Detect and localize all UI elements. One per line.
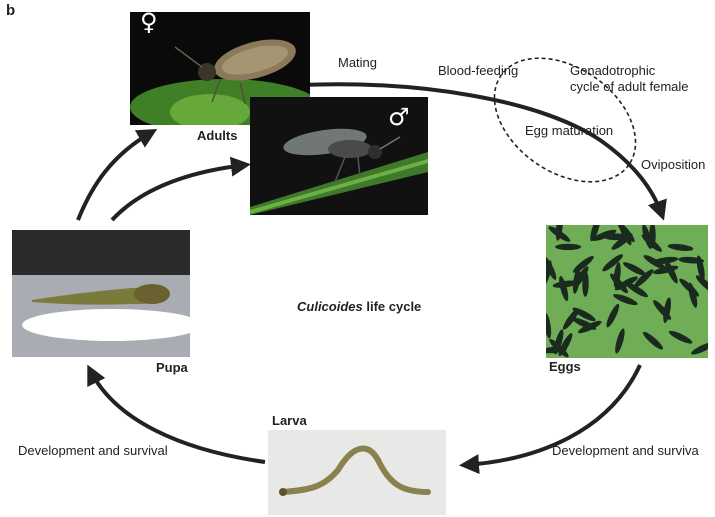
female-symbol: ♀: [140, 8, 158, 36]
label-oviposition: Oviposition: [641, 157, 705, 172]
stage-label-adults: Adults: [197, 128, 237, 143]
pupa-photo: [12, 230, 190, 357]
label-development-left: Development and survival: [18, 443, 168, 458]
arrow-pupa-to-male: [112, 165, 245, 220]
male-symbol: ♂: [388, 103, 410, 131]
label-gonotrophic-line1: Gonadotrophic: [570, 63, 655, 78]
arrow-pupa-to-female: [78, 132, 152, 220]
stage-label-eggs: Eggs: [549, 359, 581, 374]
stage-label-larva: Larva: [272, 413, 307, 428]
label-blood-feeding: Blood-feeding: [438, 63, 518, 78]
eggs-photo: [546, 225, 708, 358]
diagram-title: Culicoides life cycle: [297, 299, 421, 314]
larva-photo: [268, 430, 446, 515]
panel-label: b: [6, 2, 15, 19]
label-development-right: Development and surviva: [552, 443, 712, 458]
stage-label-pupa: Pupa: [156, 360, 188, 375]
label-egg-maturation: Egg maturation: [525, 123, 613, 138]
label-mating: Mating: [338, 55, 377, 70]
label-gonotrophic-line2: cycle of adult female: [570, 79, 689, 94]
